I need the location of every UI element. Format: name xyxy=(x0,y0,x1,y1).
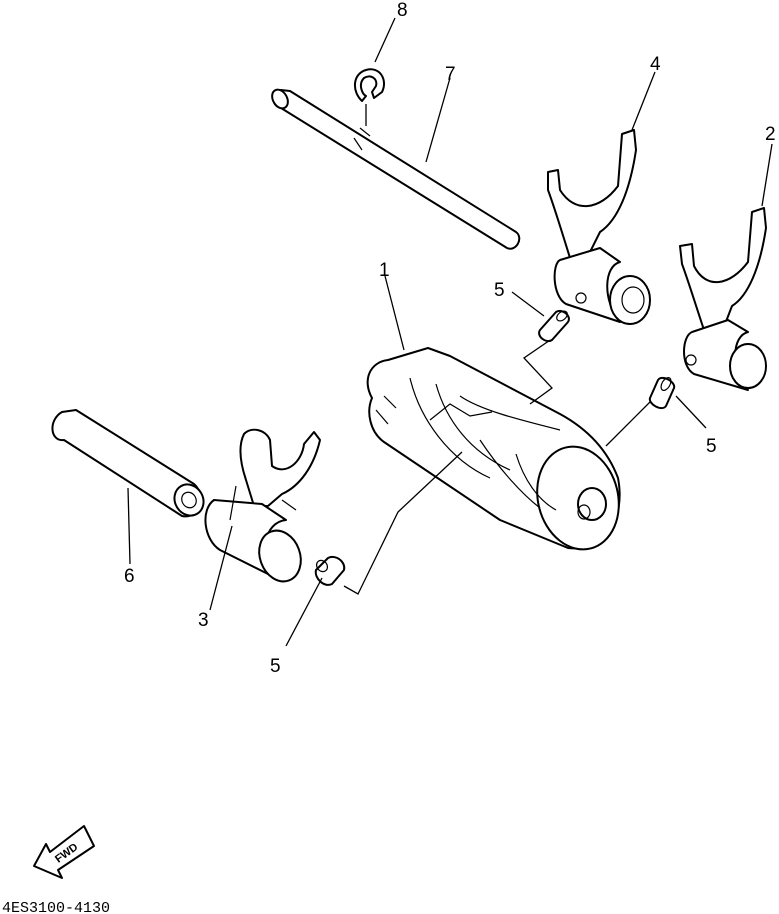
leader-line-4 xyxy=(631,71,656,131)
shift-fork-part-3 xyxy=(204,428,321,583)
callout-4: 4 xyxy=(650,54,661,75)
shift-drum-part-1 xyxy=(366,347,621,551)
leader-line-5c xyxy=(285,577,323,647)
callout-5c: 5 xyxy=(270,656,281,677)
callout-1: 1 xyxy=(379,260,390,281)
leader-line-1 xyxy=(384,275,405,351)
forward-direction-arrow: FWD xyxy=(33,825,95,879)
leader-line-5b xyxy=(675,395,707,429)
callout-3: 3 xyxy=(198,610,209,631)
leader-line-3 xyxy=(209,525,233,611)
callout-7: 7 xyxy=(445,64,456,85)
guide-pin-part-5-lower xyxy=(314,556,346,586)
diagram-code: 4ES3100-4130 xyxy=(2,900,110,914)
callout-6: 6 xyxy=(124,566,135,587)
leader-line-drum-to-pin-upper xyxy=(523,335,557,405)
shift-fork-part-4 xyxy=(547,129,651,325)
leader-line-6 xyxy=(127,487,131,565)
shaft-part-6 xyxy=(51,409,205,518)
guide-pin-part-5-upper xyxy=(538,310,570,342)
callout-2: 2 xyxy=(765,124,776,145)
leader-line-drum-to-pin-right xyxy=(605,399,653,447)
leader-line-drum-to-pin-lower xyxy=(343,451,463,595)
shift-fork-part-2 xyxy=(679,207,767,391)
leader-line-7 xyxy=(425,77,451,163)
callout-8: 8 xyxy=(397,0,408,21)
leader-line-2 xyxy=(761,143,773,207)
circlip-part-8 xyxy=(354,68,385,102)
leader-line-5a xyxy=(511,291,545,317)
shaft-part-7 xyxy=(271,88,521,250)
callout-5b: 5 xyxy=(706,436,717,457)
guide-pin-part-5-right xyxy=(648,376,676,410)
callout-5a: 5 xyxy=(494,280,505,301)
leader-line-8 xyxy=(374,17,396,63)
